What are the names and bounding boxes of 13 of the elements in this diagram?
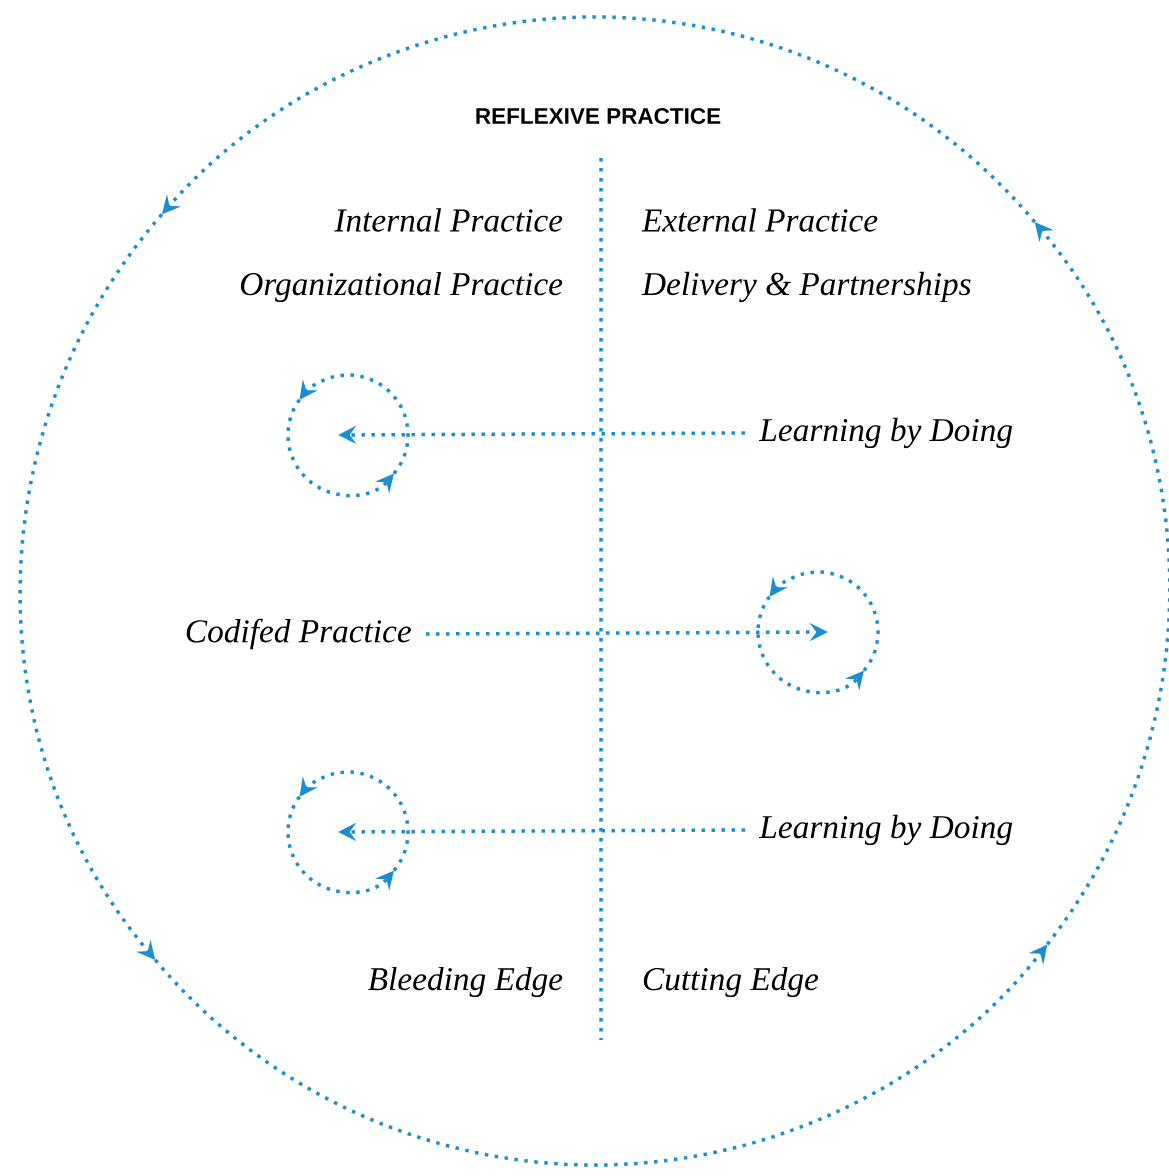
text-label: Learning by Doing (758, 417, 1013, 449)
title: REFLEXIVE PRACTICE (476, 108, 721, 124)
label: Delivery & Partnerships (641, 271, 971, 303)
text-label: Codifed Practice (186, 618, 411, 650)
label: Bleeding Edge (368, 966, 563, 998)
cycle-circle (286, 770, 410, 895)
label: Organizational Practice (240, 271, 563, 303)
label: External Practice (641, 208, 878, 232)
cycle-circle (756, 570, 880, 695)
label: Cutting Edge (643, 966, 819, 998)
label: Internal Practice (334, 208, 563, 232)
cycle-circle (286, 373, 410, 498)
text-label: Learning by Doing (758, 814, 1013, 846)
